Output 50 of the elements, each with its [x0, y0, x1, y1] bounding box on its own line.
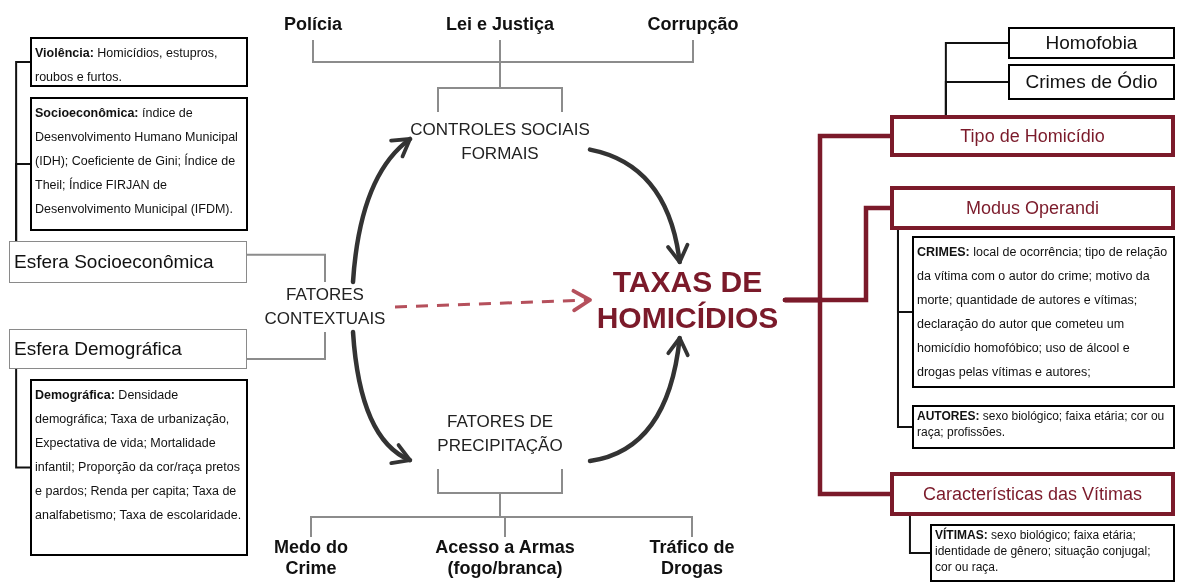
arrow [587, 147, 689, 265]
connector-line [499, 494, 693, 538]
box-text: Tipo de Homicídio [960, 124, 1105, 148]
category-box [1008, 64, 1175, 100]
arrow [587, 335, 690, 464]
factor-label: Acesso a Armas (fogo/branca) [415, 537, 595, 583]
box-text: Homofobia [1045, 30, 1138, 55]
connector-line [499, 39, 694, 87]
connector-line [246, 253, 326, 283]
factor-label: Medo do Crime [261, 537, 361, 583]
main-title: TAXAS DE HOMICÍDIOS [590, 262, 785, 338]
box-text: Características das Vítimas [922, 482, 1143, 506]
connector-line [246, 331, 326, 360]
factor-label: Corrupção [628, 14, 758, 40]
box-text: Socioeconômica: índice de Desenvolvimento Humano Municipal (IDH); Coeficiente de Gini; Índice de Theil; Índice FIRJAN de Desenvolvimento Municipal (IFDM). [35, 106, 238, 216]
box-text: Esfera Socioeconômica [14, 249, 214, 274]
connector-line [15, 368, 31, 469]
factor-label: FATORES CONTEXTUAIS [255, 282, 395, 332]
box-text: AUTORES: sexo biológico; faixa etária; cor ou raça; profissões. [917, 408, 1166, 440]
description-box [930, 524, 1175, 582]
connector-line [897, 229, 913, 428]
category-box [890, 186, 1175, 230]
description-box [30, 97, 248, 231]
category-box [1008, 27, 1175, 59]
category-box [890, 115, 1175, 157]
category-box [9, 241, 247, 283]
factor-label: Tráfico de Drogas [627, 537, 757, 583]
factor-label: CONTROLES SOCIAIS FORMAIS [410, 119, 590, 165]
connector-line [944, 81, 1009, 116]
box-text: Modus Operandi [965, 196, 1100, 220]
description-box [30, 379, 248, 556]
box-text: Crimes de Ódio [1025, 69, 1158, 94]
box-text: Demográfica: Densidade demográfica; Taxa de urbanização, Expectativa de vida; Mortalidade infantil; Proporção da cor/raça pretos e pardos; Renda per capita; Taxa de analfabetismo; Taxa de escolaridade. [35, 388, 242, 522]
category-box [9, 329, 247, 369]
connector-line [15, 163, 31, 242]
box-text: Esfera Demográfica [14, 336, 182, 361]
factor-label: Polícia [263, 14, 363, 40]
arrow [394, 288, 592, 313]
category-box [890, 472, 1175, 516]
box-text: CRIMES: local de ocorrência; tipo de relação da vítima com o autor do crime; motivo da morte; quantidade de autores e vítimas; declaração do autor que cometeu um homicídio homofóbico; uso de álcool e drogas pelas vítimas e autores; [917, 245, 1168, 379]
description-box [30, 37, 248, 87]
description-box [912, 405, 1175, 449]
connector-line [908, 515, 931, 554]
factor-label: Lei e Justiça [435, 14, 565, 40]
arrow [350, 136, 413, 285]
factor-label: FATORES DE PRECIPITAÇÃO [436, 411, 564, 457]
description-box [912, 236, 1175, 388]
arrow [350, 329, 413, 464]
box-text: Violência: Homicídios, estupros, roubos e furtos. [35, 46, 218, 84]
box-text: VÍTIMAS: sexo biológico; faixa etária; identidade de gênero; situação conjugal; cor ou raça. [935, 527, 1152, 575]
